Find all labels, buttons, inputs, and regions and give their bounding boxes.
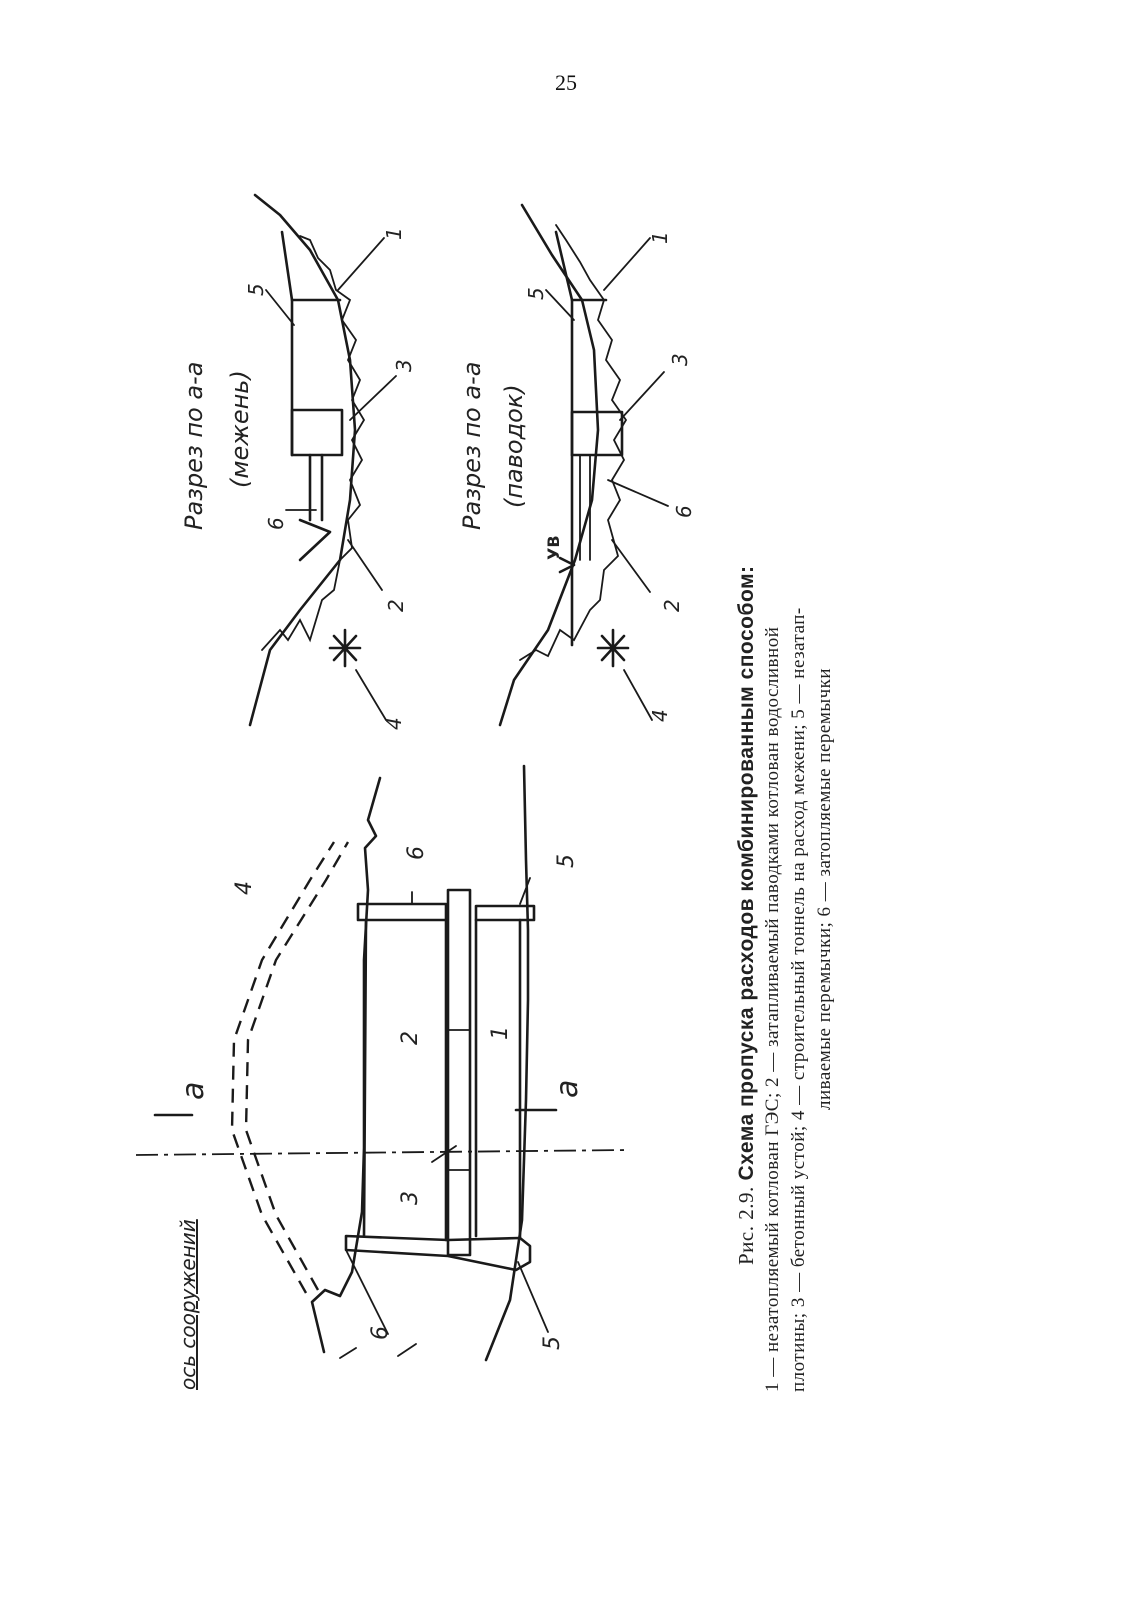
section-flood-label-6: 6 (672, 505, 696, 518)
section-flood-water-level: УВ (544, 535, 563, 560)
section-low-label-6: 6 (264, 517, 288, 530)
figure-caption-line-3: ливаемые перемычки; 6 — затопляемые пере… (814, 667, 835, 1110)
page-number: 25 (555, 70, 577, 95)
plan-label-2: 2 (398, 1031, 423, 1045)
figure-caption-title: Рис. 2.9. Схема пропуска расходов комбин… (734, 565, 759, 1265)
plan-view (135, 764, 631, 1362)
section-low-subtitle: (межень) (226, 370, 254, 488)
section-low-label-2: 2 (384, 599, 408, 612)
plan-label-1: 1 (488, 1026, 513, 1040)
plan-label-5-upper: 5 (554, 854, 579, 868)
section-flood-title: Разрез по а-а (458, 361, 486, 530)
section-low-water (248, 193, 397, 727)
section-flood-label-4: 4 (648, 709, 672, 722)
figure-title: Схема пропуска расходов комбинированным … (735, 565, 758, 1181)
plan-label-4: 4 (232, 881, 257, 895)
figure-caption-line-2: плотины; 3 — бетонный устой; 4 — строите… (788, 607, 809, 1392)
plan-section-mark-top: а (176, 1081, 211, 1100)
plan-label-5-lower: 5 (540, 1336, 565, 1350)
plan-axis-label: ось сооружений (176, 1219, 200, 1390)
plan-label-3: 3 (398, 1191, 423, 1205)
section-flood-subtitle: (паводок) (500, 384, 528, 508)
section-flood-label-1: 1 (648, 231, 672, 244)
section-flood-label-2: 2 (660, 599, 684, 612)
section-low-title: Разрез по а-а (180, 361, 208, 530)
section-flood-label-5: 5 (524, 287, 548, 300)
section-low-label-5: 5 (244, 283, 268, 296)
plan-label-6-upper: 6 (404, 846, 429, 860)
section-low-label-1: 1 (382, 227, 406, 240)
figure-number: Рис. 2.9. (734, 1186, 758, 1265)
figure-caption-line-1: 1 — незатопляемый котлован ГЭС; 2 — зата… (762, 626, 783, 1392)
plan-label-6-lower: 6 (368, 1326, 393, 1340)
section-low-label-4: 4 (382, 717, 406, 730)
section-flood-label-3: 3 (668, 353, 692, 366)
plan-section-mark-bottom: а (550, 1079, 585, 1098)
section-low-label-3: 3 (392, 359, 416, 372)
section-flood (498, 203, 669, 727)
